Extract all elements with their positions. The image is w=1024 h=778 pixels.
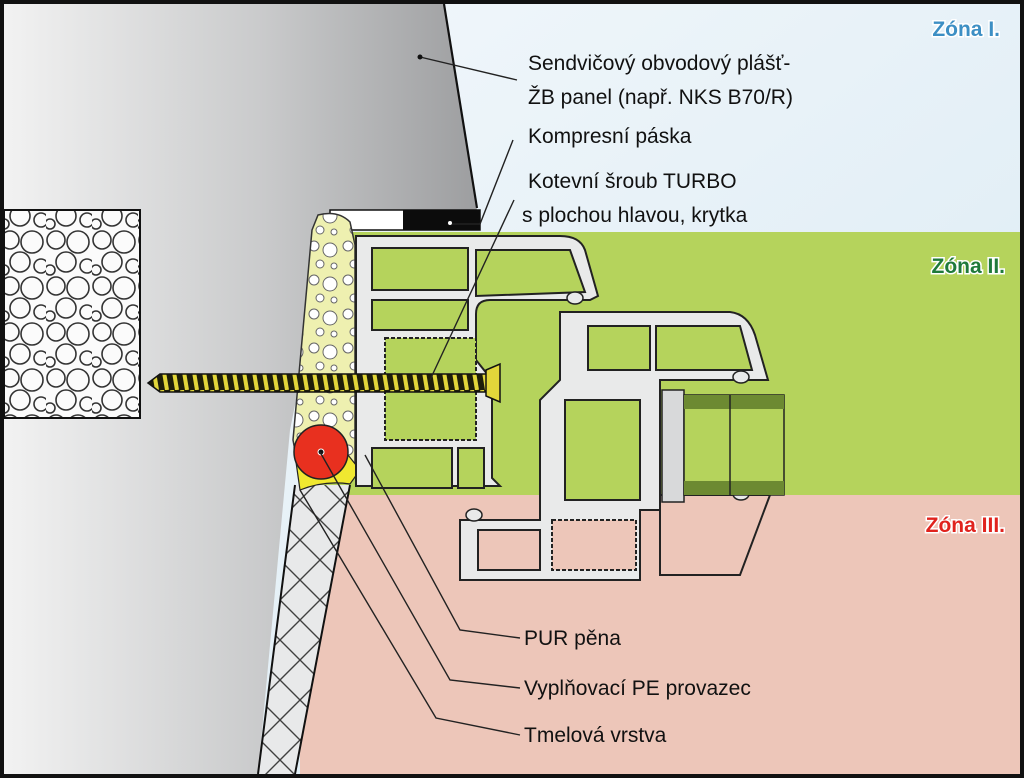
window-frame-profile [355, 235, 772, 581]
callout-panel-line1: Sendvičový obvodový plášť- [528, 52, 790, 75]
wall-edge-line [442, 3, 479, 209]
leader-lines [299, 56, 521, 736]
zone-1-label: Zóna I. [932, 18, 1000, 41]
anchor-screw [146, 362, 501, 404]
callout-screw-line1: Kotevní šroub TURBO [528, 170, 737, 193]
gasket [566, 291, 584, 305]
tape-dark-segment [403, 210, 480, 230]
callout-sealant: Tmelová vrstva [524, 724, 667, 747]
gasket [732, 370, 750, 384]
leader-dot [417, 54, 423, 60]
zone-3-label: Zóna III. [926, 514, 1005, 537]
callout-panel-line2: ŽB panel (např. NKS B70/R) [528, 86, 793, 109]
callout-screw-line2: s plochou hlavou, krytka [522, 204, 748, 227]
callout-pur: PUR pěna [524, 627, 621, 650]
insulation-core [3, 209, 141, 419]
callout-tape: Kompresní páska [528, 125, 692, 148]
glazing-spacer [661, 389, 685, 503]
glazing-unit [683, 394, 785, 496]
zone-2-label: Zóna II. [932, 255, 1006, 278]
callout-cord: Vyplňovací PE provazec [524, 677, 751, 700]
gasket [465, 508, 483, 522]
